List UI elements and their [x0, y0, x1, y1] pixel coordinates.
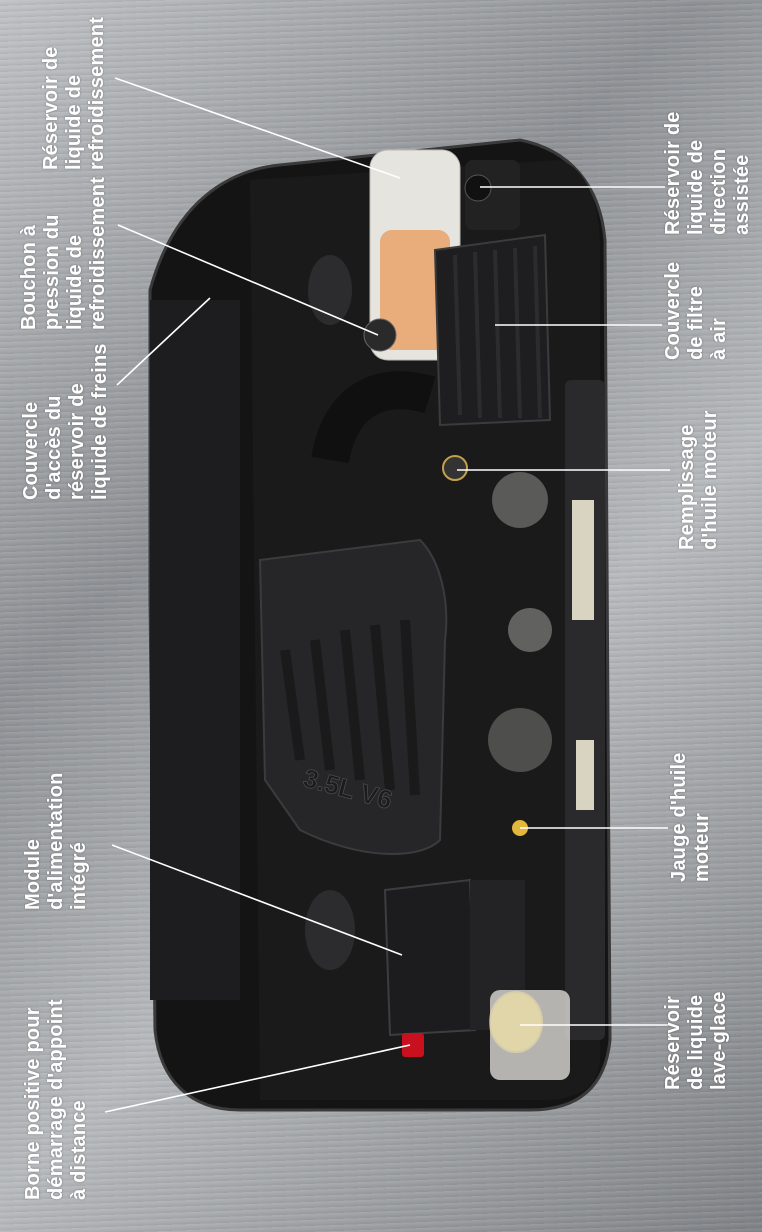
label-washer: Réservoir de liquide lave-glace	[662, 991, 730, 1090]
engine-ribs	[280, 619, 420, 796]
leader-brake-cover	[116, 297, 211, 386]
positive-terminal	[402, 1033, 424, 1057]
power-module	[383, 878, 477, 1037]
intake-hose	[311, 371, 436, 464]
coolant-cap	[363, 318, 397, 352]
hood-panel	[150, 300, 240, 1000]
label-oil-dipstick: Jauge d'huile moteur	[668, 752, 713, 882]
label-oil-fill: Remplissage d'huile moteur	[676, 410, 721, 550]
pulley-3	[508, 608, 552, 652]
pulley-1	[492, 472, 548, 528]
shock-tower-2	[308, 255, 352, 325]
label-coolant-cap: Bouchon à pression du liquide de refroid…	[18, 176, 109, 330]
label-jump-terminal: Borne positive pour démarrage d'appoint …	[22, 999, 90, 1200]
leader-coolant-reservoir	[114, 77, 401, 179]
label-power-steering: Réservoir de liquide de direction assist…	[662, 111, 753, 235]
shock-tower	[305, 890, 355, 970]
fender-strip	[565, 380, 605, 1040]
washer-reservoir	[490, 990, 570, 1080]
label-brake-cover: Couvercle d'accès du réservoir de liquid…	[20, 343, 111, 500]
sticker	[572, 500, 594, 620]
leader-power-module	[111, 844, 403, 956]
power-steering-cap	[464, 174, 492, 202]
sticker-2	[576, 740, 594, 810]
coolant-fluid	[380, 230, 450, 350]
label-air-filter: Couvercle de filtre à air	[662, 261, 730, 360]
oil-fill-cap	[442, 455, 468, 481]
air-filter-ribs	[453, 245, 542, 419]
leader-coolant-cap	[117, 224, 379, 336]
label-power-module: Module d'alimentation intégré	[22, 772, 90, 910]
pulley-2	[488, 708, 552, 772]
leader-jump-terminal	[104, 1044, 411, 1113]
label-coolant-reservoir: Réservoir de liquide de refroidissement	[40, 16, 108, 170]
air-filter-box	[433, 233, 552, 427]
